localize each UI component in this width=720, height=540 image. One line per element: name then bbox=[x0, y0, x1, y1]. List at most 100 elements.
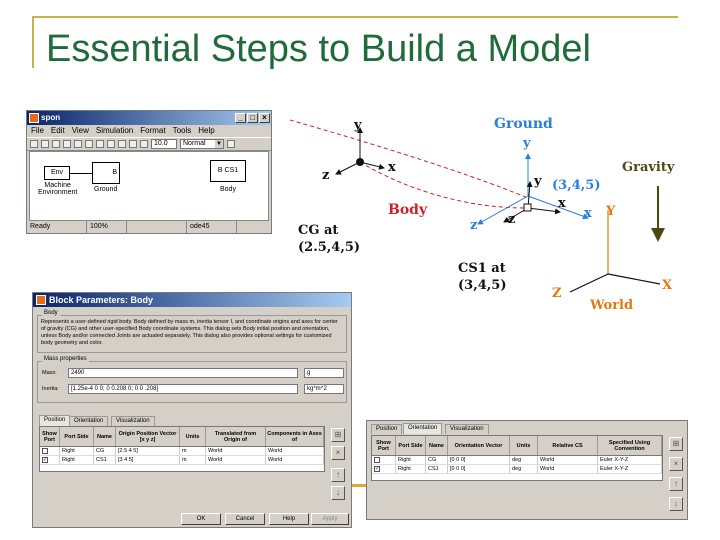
row-name: CG bbox=[94, 447, 116, 455]
tab-orientation[interactable]: Orientation bbox=[403, 423, 443, 434]
tab-visualization[interactable]: Visualization bbox=[111, 416, 155, 426]
library-icon[interactable] bbox=[227, 140, 235, 148]
paste-icon[interactable] bbox=[96, 140, 104, 148]
row-rel[interactable]: World bbox=[538, 465, 598, 473]
row-show[interactable] bbox=[40, 447, 60, 455]
row-vector[interactable]: [3 4 5] bbox=[116, 456, 180, 464]
cancel-button[interactable]: Cancel bbox=[225, 513, 265, 525]
menu-simulation[interactable]: Simulation bbox=[95, 126, 134, 135]
cg-marker-icon bbox=[356, 158, 364, 166]
delete-row-icon[interactable]: × bbox=[669, 457, 683, 471]
dialog-app-icon bbox=[36, 295, 46, 305]
play-icon[interactable] bbox=[129, 140, 137, 148]
dialog-title: Block Parameters: Body bbox=[49, 295, 154, 305]
row-vector[interactable]: [2.5 4 5] bbox=[116, 447, 180, 455]
row-conv[interactable]: Euler X-Y-Z bbox=[598, 456, 662, 464]
maximize-button[interactable]: □ bbox=[247, 113, 258, 123]
menu-edit[interactable]: Edit bbox=[50, 126, 65, 135]
inertia-input[interactable]: [1.25e-4 0 0; 0 0.208 0; 0 0 .208] bbox=[68, 384, 298, 394]
sim-time-input[interactable]: 10.0 bbox=[151, 139, 177, 149]
menu-format[interactable]: Format bbox=[140, 126, 166, 135]
add-row-icon[interactable]: ⊞ bbox=[669, 437, 683, 451]
cs1-label: CS1 at (3,4,5) bbox=[458, 261, 507, 293]
tab-position[interactable]: Position bbox=[39, 415, 71, 426]
table-row[interactable]: ✓ Right CS1 [3 4 5] m World World bbox=[40, 456, 324, 465]
row-from[interactable]: World bbox=[206, 447, 266, 455]
world-axis-Y: Y bbox=[606, 204, 616, 219]
row-show[interactable]: ✓ bbox=[372, 465, 396, 473]
row-vector[interactable]: [0 0 0] bbox=[448, 465, 510, 473]
inertia-unit-select[interactable]: kg*m^2 bbox=[304, 384, 344, 394]
minimize-button[interactable]: _ bbox=[235, 113, 246, 123]
tab-orientation[interactable]: Orientation bbox=[69, 416, 109, 426]
row-units[interactable]: m bbox=[180, 456, 206, 464]
close-button[interactable]: × bbox=[259, 113, 270, 123]
world-axis-X: X bbox=[662, 278, 673, 293]
row-vector[interactable]: [0 0 0] bbox=[448, 456, 510, 464]
col-components-axes: Components in Axes of bbox=[266, 427, 324, 446]
row-conv[interactable]: Euler X-Y-Z bbox=[598, 465, 662, 473]
simulink-window: spon _ □ × File Edit View Simulation For… bbox=[26, 110, 272, 234]
row-units[interactable]: m bbox=[180, 447, 206, 455]
show-port-checkbox[interactable] bbox=[374, 456, 380, 463]
body-label: Body bbox=[388, 202, 428, 218]
row-units[interactable]: deg bbox=[510, 456, 538, 464]
menu-file[interactable]: File bbox=[31, 126, 44, 135]
chevron-down-icon: ▼ bbox=[215, 140, 223, 148]
move-up-icon[interactable]: ↑ bbox=[669, 477, 683, 491]
window-titlebar[interactable]: spon _ □ × bbox=[27, 111, 271, 125]
row-axes[interactable]: World bbox=[266, 456, 324, 464]
open-icon[interactable] bbox=[41, 140, 49, 148]
table-row[interactable]: Right CG [0 0 0] deg World Euler X-Y-Z bbox=[372, 456, 662, 465]
copy-icon[interactable] bbox=[85, 140, 93, 148]
row-show[interactable]: ✓ bbox=[40, 456, 60, 464]
print-icon[interactable] bbox=[63, 140, 71, 148]
body-block[interactable]: B CS1 bbox=[210, 160, 246, 182]
table-row[interactable]: ✓ Right CS1 [0 0 0] deg World Euler X-Y-… bbox=[372, 465, 662, 474]
cs1-axis-z: z bbox=[508, 212, 516, 227]
row-from[interactable]: World bbox=[206, 456, 266, 464]
sim-mode-select[interactable]: Normal▼ bbox=[180, 139, 224, 149]
redo-icon[interactable] bbox=[118, 140, 126, 148]
body-section-legend: Body bbox=[42, 310, 60, 316]
delete-row-icon[interactable]: × bbox=[331, 446, 345, 460]
row-units[interactable]: deg bbox=[510, 465, 538, 473]
mass-unit-select[interactable]: g bbox=[304, 368, 344, 378]
undo-icon[interactable] bbox=[107, 140, 115, 148]
row-side[interactable]: Right bbox=[396, 456, 426, 464]
row-side[interactable]: Right bbox=[60, 456, 94, 464]
ground-block[interactable]: B bbox=[92, 162, 120, 184]
cg-axis-x: x bbox=[388, 160, 396, 175]
ok-button[interactable]: OK bbox=[181, 513, 221, 525]
menu-help[interactable]: Help bbox=[198, 126, 215, 135]
add-row-icon[interactable]: ⊞ bbox=[331, 428, 345, 442]
move-down-icon[interactable]: ↓ bbox=[669, 497, 683, 511]
show-port-checkbox[interactable]: ✓ bbox=[42, 456, 48, 463]
tab-visualization[interactable]: Visualization bbox=[445, 424, 489, 434]
row-side[interactable]: Right bbox=[60, 447, 94, 455]
save-icon[interactable] bbox=[52, 140, 60, 148]
show-port-checkbox[interactable] bbox=[42, 447, 48, 454]
apply-button[interactable]: Apply bbox=[311, 513, 349, 525]
col-orientation-vector: Orientation Vector bbox=[448, 436, 510, 455]
row-rel[interactable]: World bbox=[538, 456, 598, 464]
row-axes[interactable]: World bbox=[266, 447, 324, 455]
body-section: Body Represents a user-defined rigid bod… bbox=[37, 310, 347, 353]
machine-env-block[interactable]: Env bbox=[44, 166, 70, 180]
menu-tools[interactable]: Tools bbox=[172, 126, 192, 135]
table-row[interactable]: Right CG [2.5 4 5] m World World bbox=[40, 447, 324, 456]
move-up-icon[interactable]: ↑ bbox=[331, 468, 345, 482]
show-port-checkbox[interactable]: ✓ bbox=[374, 465, 380, 472]
cut-icon[interactable] bbox=[74, 140, 82, 148]
model-canvas[interactable]: Env Machine Environment B Ground B CS1 B… bbox=[29, 151, 269, 221]
new-icon[interactable] bbox=[30, 140, 38, 148]
dialog-titlebar[interactable]: Block Parameters: Body bbox=[33, 293, 351, 307]
menu-view[interactable]: View bbox=[71, 126, 89, 135]
mass-input[interactable]: 2490 bbox=[68, 368, 298, 378]
row-side[interactable]: Right bbox=[396, 465, 426, 473]
row-show[interactable] bbox=[372, 456, 396, 464]
move-down-icon[interactable]: ↓ bbox=[331, 486, 345, 500]
tab-position[interactable]: Position bbox=[371, 424, 403, 434]
stop-icon[interactable] bbox=[140, 140, 148, 148]
help-button[interactable]: Help bbox=[269, 513, 309, 525]
